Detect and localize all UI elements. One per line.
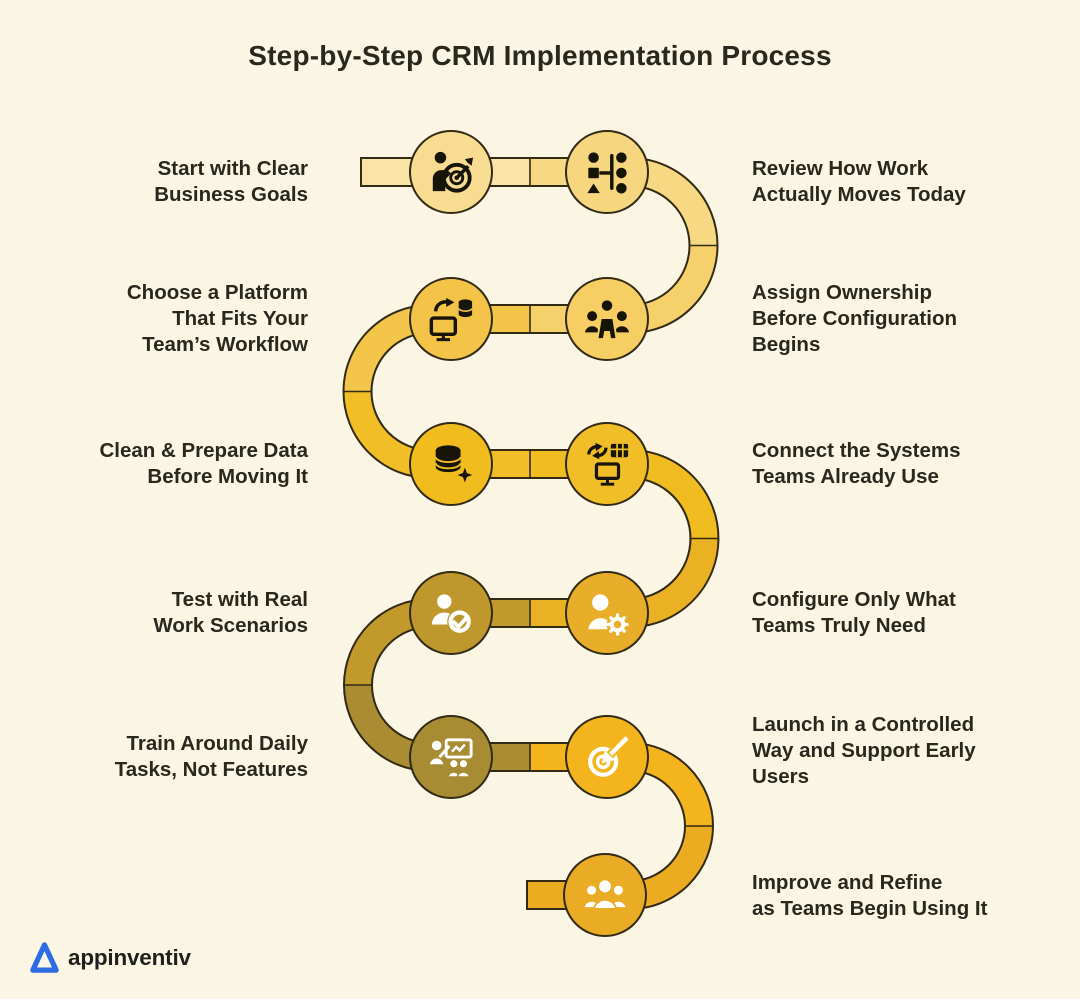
step-node-connect xyxy=(565,422,649,506)
step-label-connect: Connect the Systems Teams Already Use xyxy=(752,439,961,488)
page-title: Step-by-Step CRM Implementation Process xyxy=(248,40,832,71)
brand-logo-text: appinventiv xyxy=(68,944,191,970)
step-label-platform: Choose a Platform That Fits Your Team’s … xyxy=(126,281,308,356)
ownership-icon xyxy=(584,298,630,341)
step-label-clean-data: Clean & Prepare Data Before Moving It xyxy=(99,439,308,488)
configure-icon xyxy=(588,594,629,636)
step-label-improve: Improve and Refine as Teams Begin Using … xyxy=(752,871,988,920)
step-label-goals: Start with Clear Business Goals xyxy=(154,157,308,206)
step-label-test: Test with Real Work Scenarios xyxy=(153,588,308,637)
step-node-clean-data xyxy=(409,422,493,506)
step-label-training: Train Around Daily Tasks, Not Features xyxy=(114,732,308,781)
launch-icon xyxy=(588,734,630,777)
step-node-configure xyxy=(565,571,649,655)
person-target-icon xyxy=(432,151,474,193)
process-path-outline xyxy=(342,157,720,910)
connect-systems-icon xyxy=(587,442,629,486)
step-label-ownership: Assign Ownership Before Configuration Be… xyxy=(752,281,957,356)
step-label-launch: Launch in a Controlled Way and Support E… xyxy=(752,713,976,788)
clean-data-icon xyxy=(434,445,474,487)
training-icon xyxy=(429,738,473,778)
step-node-goals xyxy=(409,130,493,214)
brand-logo: appinventiv xyxy=(28,941,191,974)
step-node-review xyxy=(565,130,649,214)
process-path-segments xyxy=(344,159,718,908)
step-node-platform xyxy=(409,277,493,361)
step-node-launch xyxy=(565,715,649,799)
platform-icon xyxy=(429,297,473,342)
step-node-improve xyxy=(563,853,647,937)
path-seams xyxy=(344,159,718,827)
test-scenarios-icon xyxy=(431,594,473,635)
step-node-test xyxy=(409,571,493,655)
workflow-review-icon xyxy=(587,152,627,194)
step-node-ownership xyxy=(565,277,649,361)
improve-users-icon xyxy=(582,878,628,910)
step-label-review: Review How Work Actually Moves Today xyxy=(752,157,966,206)
appinventiv-triangle-icon xyxy=(30,942,59,973)
step-label-configure: Configure Only What Teams Truly Need xyxy=(752,588,956,637)
step-node-training xyxy=(409,715,493,799)
